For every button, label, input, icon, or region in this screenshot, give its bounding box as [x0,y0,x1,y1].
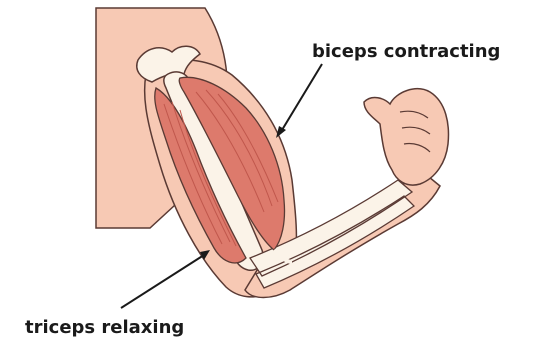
fist [364,89,448,185]
triceps-label: triceps relaxing [25,317,184,338]
triceps-arrow-line [121,255,204,308]
biceps-label: biceps contracting [312,41,500,62]
biceps-arrow-line [282,64,322,130]
